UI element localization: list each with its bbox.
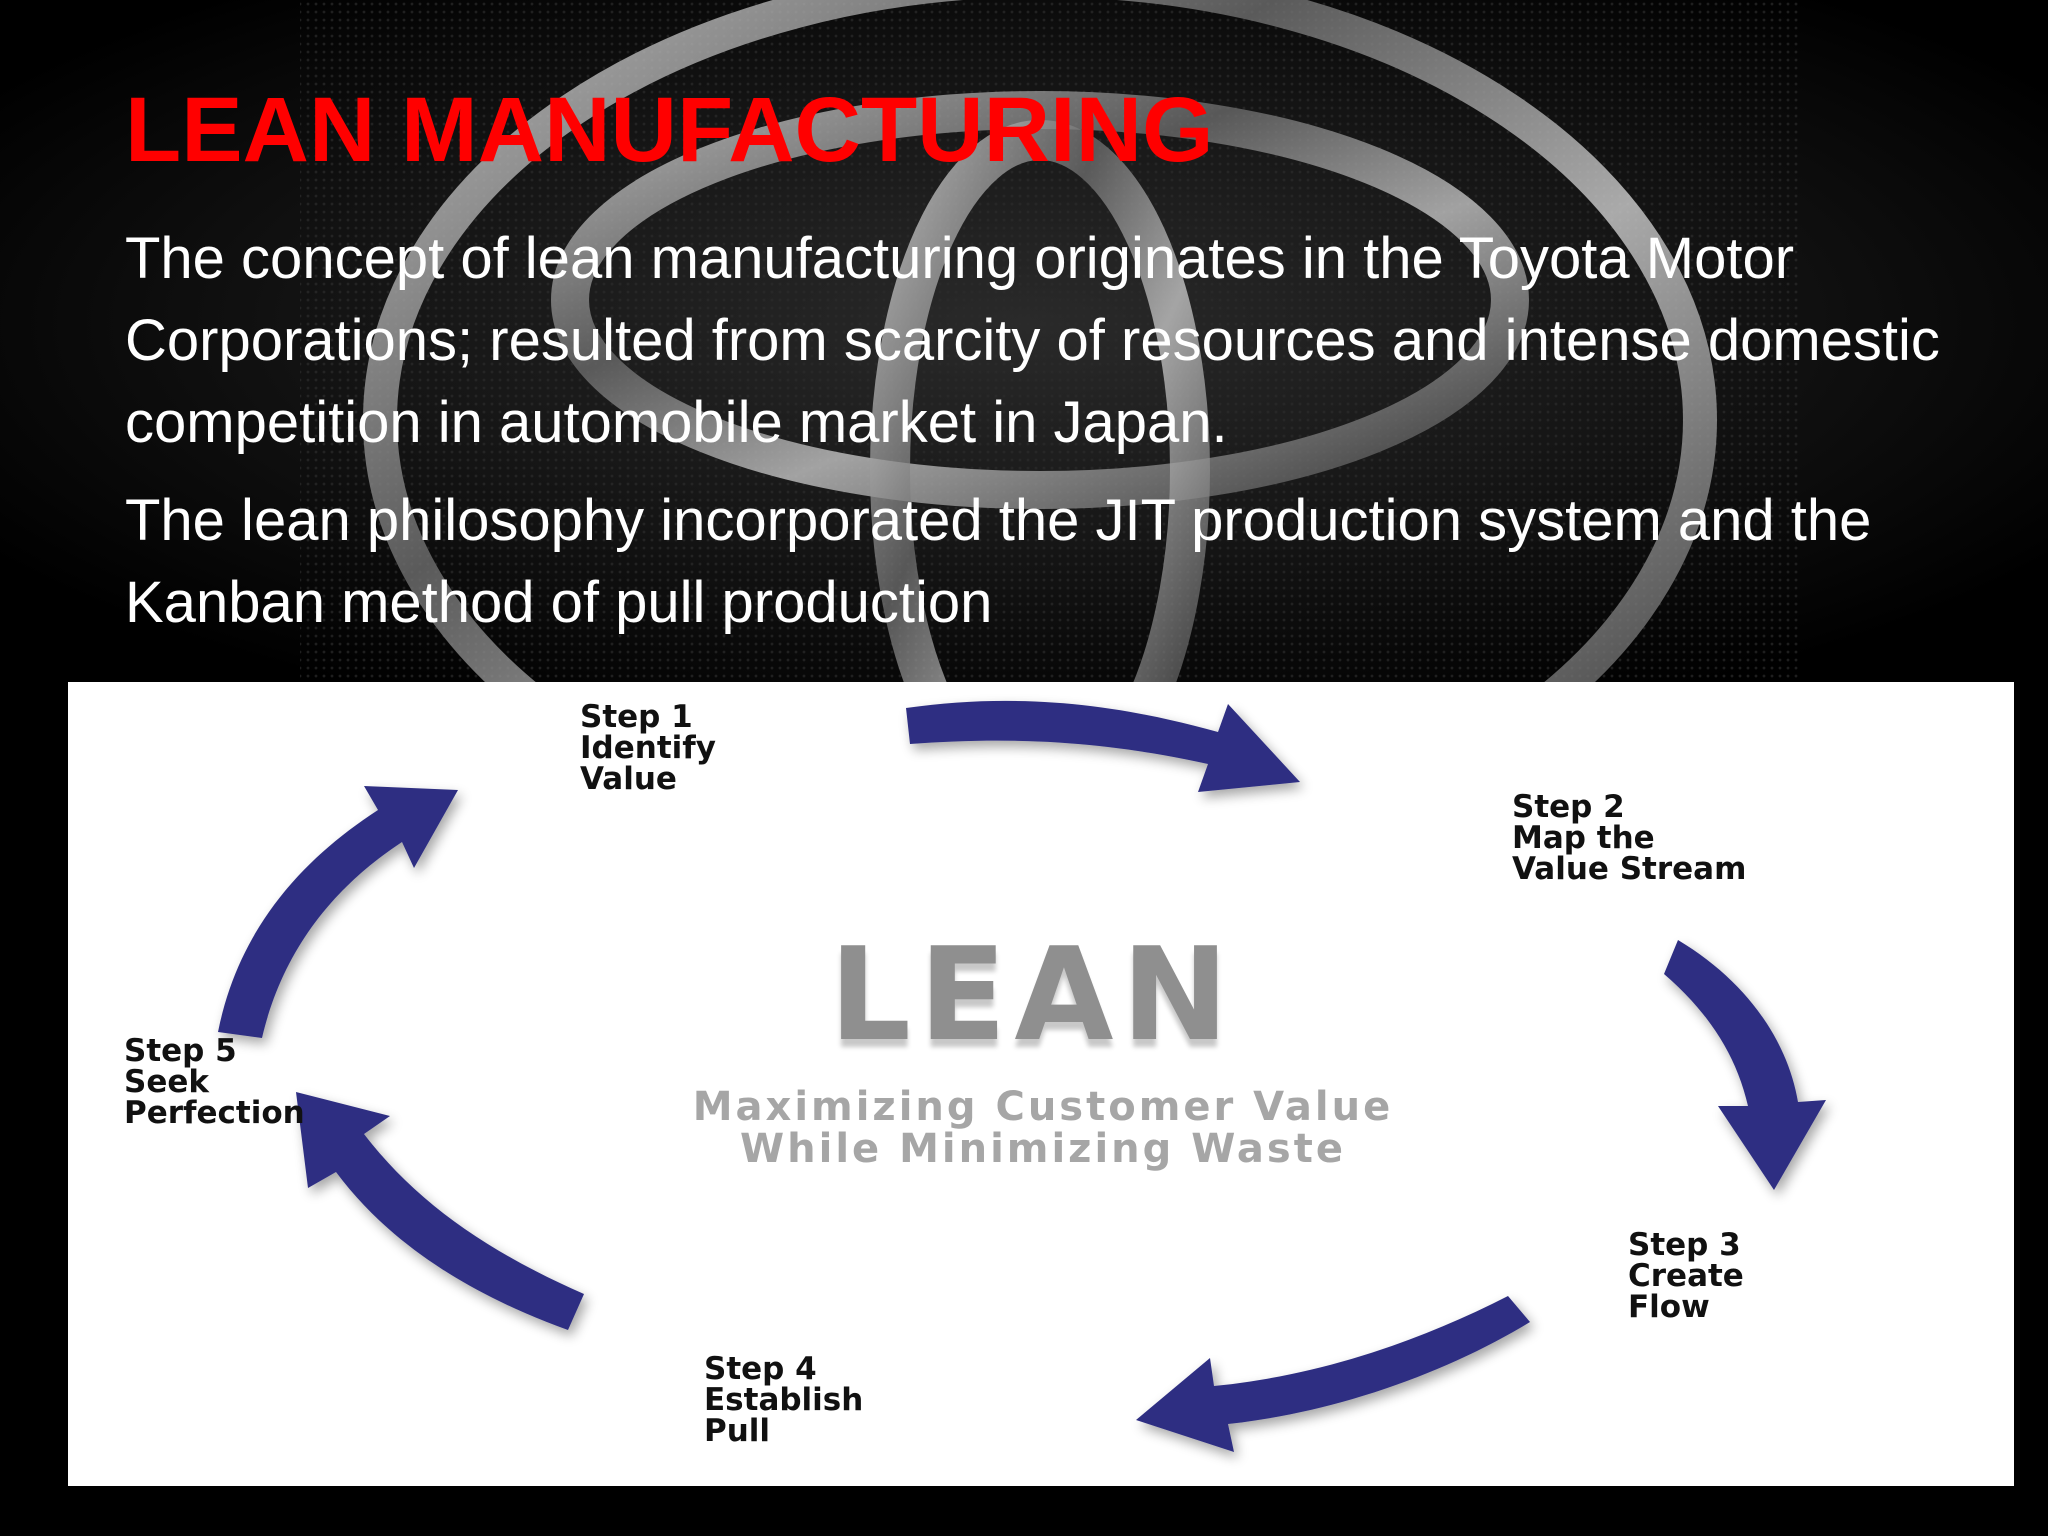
step-text: Identify [580,730,716,766]
step-1-label: Step 1 Identify Value [580,702,716,795]
step-number: Step 4 [704,1351,817,1387]
lean-center-title: LEAN [829,921,1237,1070]
curved-arrow-icon [1664,940,1826,1190]
emblem-vertical-ring [870,120,1210,720]
cycle-arrows [218,700,1826,1452]
step-text: Perfection [124,1095,305,1131]
step-number: Step 5 [124,1033,237,1069]
curved-arrow-icon [906,700,1300,792]
intro-paragraph: The concept of lean manufacturing origin… [125,226,1940,455]
step-text: Flow [1628,1289,1710,1325]
emblem-horizontal-ring [551,91,1529,509]
lean-subtitle-line-1: Maximizing Customer Value [692,1084,1394,1130]
curved-arrow-icon [1136,1296,1530,1452]
step-number: Step 3 [1628,1227,1741,1263]
step-4-label: Step 4 Establish Pull [704,1354,863,1447]
step-text: Create [1628,1258,1744,1294]
step-5-label: Step 5 Seek Perfection [124,1036,305,1129]
step-text: Value Stream [1512,851,1747,887]
step-text: Map the [1512,820,1655,856]
step-text: Establish [704,1382,864,1418]
step-number: Step 2 [1512,789,1625,825]
step-2-label: Step 2 Map the Value Stream [1512,792,1746,885]
emblem-outer-ring [363,0,1717,720]
step-text: Value [580,761,677,797]
step-number: Step 1 [580,699,693,735]
lean-cycle-diagram: Step 1 Identify Value Step 2 Map the Val… [68,682,2014,1486]
slide-title: LEAN MANUFACTURING [125,79,1214,181]
philosophy-paragraph: The lean philosophy incorporated the JIT… [125,488,1872,635]
curved-arrow-icon [218,786,458,1038]
lean-subtitle-line-2: While Minimizing Waste [740,1126,1346,1172]
toyota-emblem-icon [0,0,2048,720]
step-3-label: Step 3 Create Flow [1628,1230,1744,1323]
step-text: Pull [704,1413,771,1449]
curved-arrow-icon [296,1092,584,1330]
step-text: Seek [124,1064,209,1100]
